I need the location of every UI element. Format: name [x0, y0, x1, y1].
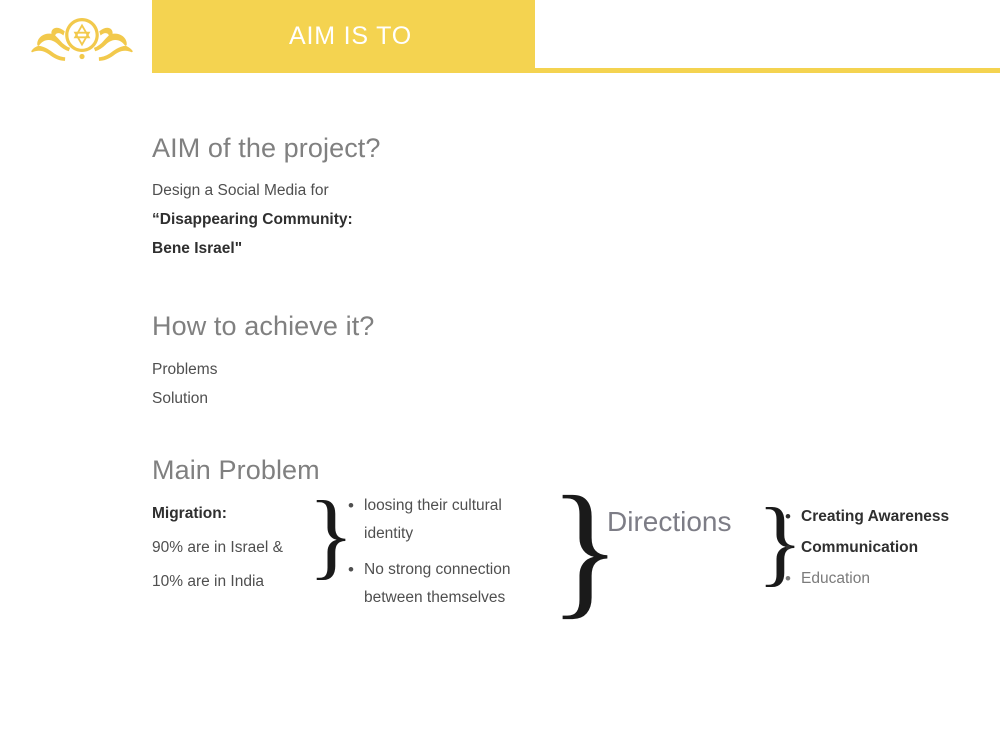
page-title: AIM IS TO	[289, 22, 412, 50]
section-main-problem: Main Problem	[152, 455, 320, 486]
how-line-1: Problems	[152, 361, 218, 378]
list-item: • Creating Awareness	[785, 505, 949, 529]
bullet-dot-icon: •	[785, 538, 791, 557]
migration-label: Migration:	[152, 505, 227, 522]
direction-text-2: Communication	[801, 539, 919, 556]
bullet-dot-icon: •	[348, 560, 354, 579]
main-problem-heading: Main Problem	[152, 455, 320, 485]
section-how: How to achieve it?	[152, 311, 374, 342]
how-body: Problems Solution	[152, 355, 217, 413]
migration-block: Migration: 90% are in Israel & 10% are i…	[152, 497, 283, 599]
aim-line-1: Design a Social Media for	[152, 182, 329, 199]
list-item: • loosing their cultural identity	[348, 492, 544, 548]
problems-bullet-list: • loosing their cultural identity • No s…	[348, 492, 544, 620]
bullet-dot-icon: •	[348, 496, 354, 515]
problem-text-2: No strong connection between themselves	[364, 561, 511, 606]
aim-heading: AIM of the project?	[152, 133, 381, 163]
brace-icon-2: }	[549, 466, 621, 632]
list-item: • Communication	[785, 536, 949, 560]
migration-line-1: 90% are in Israel &	[152, 539, 283, 556]
header-band: AIM IS TO	[152, 0, 535, 73]
direction-text-3: Education	[801, 570, 870, 587]
bullet-dot-icon: •	[785, 507, 791, 526]
problem-text-1: loosing their cultural identity	[364, 497, 502, 542]
directions-label: Directions	[607, 506, 732, 537]
direction-text-1: Creating Awareness	[801, 508, 950, 525]
list-item: • Education	[785, 567, 949, 591]
aim-body: Design a Social Media for “Disappearing …	[152, 176, 353, 263]
migration-line-2: 10% are in India	[152, 573, 265, 590]
brace-icon-1: }	[308, 481, 355, 588]
aim-line-2: “Disappearing Community:	[152, 211, 353, 228]
how-line-2: Solution	[152, 390, 209, 407]
list-item: • No strong connection between themselve…	[348, 556, 544, 612]
aim-line-3: Bene Israel"	[152, 240, 243, 257]
star-of-david-ornament-icon	[18, 12, 146, 68]
section-aim: AIM of the project?	[152, 133, 381, 164]
directions-bullet-list: • Creating Awareness • Communication • E…	[785, 505, 949, 598]
bullet-dot-icon: •	[785, 569, 791, 588]
header-rule	[535, 68, 1000, 73]
how-heading: How to achieve it?	[152, 311, 375, 341]
brace-icon-3: }	[757, 488, 804, 595]
